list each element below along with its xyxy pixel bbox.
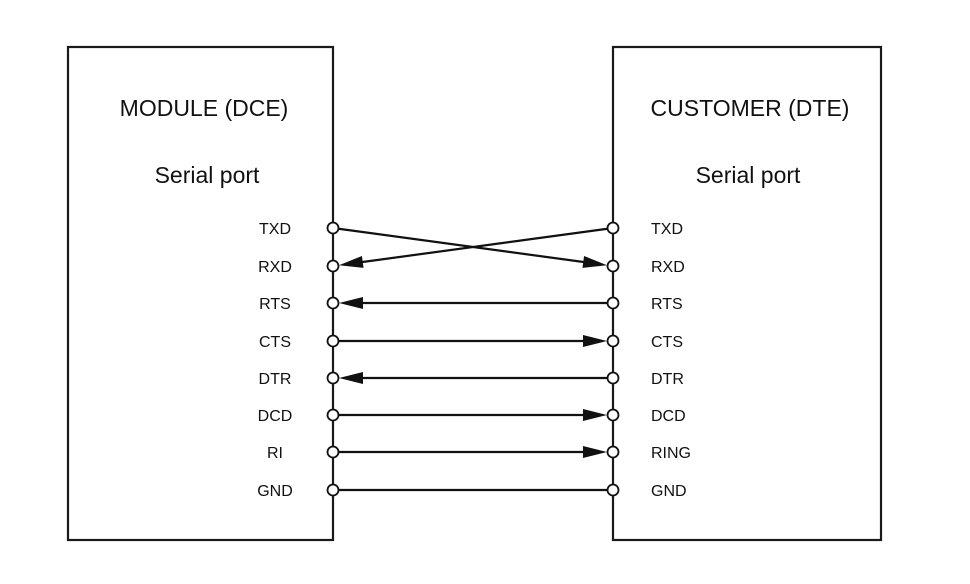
arrowhead-icon <box>583 446 607 458</box>
module-pin-labels: TXD RXD RTS CTS DTR DCD RI GND <box>257 221 293 500</box>
wire-dtr-to-dtr <box>339 372 613 384</box>
customer-pin-label-txd: TXD <box>651 221 683 238</box>
module-pin-connector-dtr <box>326 371 340 385</box>
signal-wires <box>332 226 614 492</box>
wire-ri-to-ring <box>333 446 607 458</box>
module-pin-label-cts: CTS <box>259 334 291 351</box>
module-pin-label-dtr: DTR <box>259 371 292 388</box>
arrowhead-icon <box>339 297 363 309</box>
arrowhead-icon <box>339 372 363 384</box>
customer-pin-connector-rxd <box>606 259 620 273</box>
customer-pin-connector-txd <box>606 221 620 235</box>
module-dce-title: MODULE (DCE) <box>120 95 289 121</box>
wire-dcd-to-dcd <box>333 409 607 421</box>
module-dce-block: MODULE (DCE) Serial port TXD RXD RTS CTS DTR… <box>66 45 335 542</box>
arrowhead-icon <box>583 335 607 347</box>
module-pin-connector-ri <box>326 445 340 459</box>
module-dce-box <box>66 45 335 542</box>
customer-pin-label-gnd: GND <box>651 483 687 500</box>
wire-line <box>332 226 588 264</box>
module-pin-connector-rxd <box>326 259 340 273</box>
customer-dte-title: CUSTOMER (DTE) <box>651 95 850 121</box>
module-pin-label-ri: RI <box>267 445 283 462</box>
arrowhead-icon <box>583 409 607 421</box>
wire-line <box>358 226 614 264</box>
customer-dte-box <box>611 45 883 542</box>
module-serial-port-label: Serial port <box>155 162 260 188</box>
customer-pin-label-cts: CTS <box>651 334 683 351</box>
module-pin-label-txd: TXD <box>259 221 291 238</box>
module-pin-connector-txd <box>326 221 340 235</box>
customer-pin-connector-gnd <box>606 483 620 497</box>
module-pin-connector-dcd <box>326 408 340 422</box>
wire-cts-to-cts <box>333 335 607 347</box>
customer-pin-labels: TXD RXD RTS CTS DTR DCD RING GND <box>651 221 691 500</box>
arrowhead-icon <box>338 256 364 268</box>
customer-pin-connector-dtr <box>606 371 620 385</box>
customer-pin-label-rxd: RXD <box>651 259 685 276</box>
customer-serial-port-label: Serial port <box>696 162 801 188</box>
customer-pin-label-rts: RTS <box>651 296 683 313</box>
customer-pin-label-dtr: DTR <box>651 371 684 388</box>
customer-pin-connector-dcd <box>606 408 620 422</box>
module-pin-connector-rts <box>326 296 340 310</box>
module-pin-label-dcd: DCD <box>258 408 293 425</box>
module-pin-label-rts: RTS <box>259 296 291 313</box>
wire-rts-to-rts <box>339 297 613 309</box>
customer-pin-label-ring: RING <box>651 445 691 462</box>
customer-pin-connector-ring <box>606 445 620 459</box>
wire-txd-to-rxd <box>338 226 614 268</box>
pin-connectors <box>326 221 620 497</box>
arrowhead-icon <box>582 256 608 268</box>
customer-dte-block: CUSTOMER (DTE) Serial port TXD RXD RTS CTS D… <box>611 45 883 542</box>
module-pin-connector-gnd <box>326 483 340 497</box>
module-pin-connector-cts <box>326 334 340 348</box>
customer-pin-connector-rts <box>606 296 620 310</box>
customer-pin-label-dcd: DCD <box>651 408 686 425</box>
module-pin-label-gnd: GND <box>257 483 293 500</box>
customer-pin-connector-cts <box>606 334 620 348</box>
module-pin-label-rxd: RXD <box>258 259 292 276</box>
wire-txd-to-rxd <box>332 226 608 268</box>
